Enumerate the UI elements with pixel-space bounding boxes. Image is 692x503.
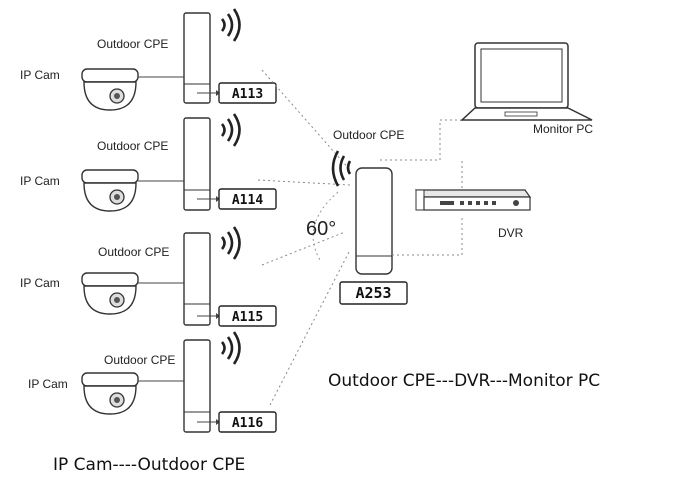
cpe-label-2: Outdoor CPE — [97, 139, 168, 153]
cpe-label-3: Outdoor CPE — [98, 245, 169, 259]
dvr-icon — [414, 189, 532, 211]
monitor-label: Monitor PC — [533, 122, 593, 136]
angle-label: 60° — [306, 218, 336, 240]
lcd-code-1: A113 — [232, 87, 263, 102]
cpe-label-1: Outdoor CPE — [97, 37, 168, 51]
camera-row-1: Outdoor CPE IP Cam A113 — [20, 8, 277, 111]
central-lcd-display — [339, 281, 408, 305]
laptop-icon — [460, 42, 593, 121]
cpe-device-icon-2 — [183, 117, 211, 211]
dome-camera-icon-1 — [81, 68, 139, 111]
dvr-label: DVR — [498, 226, 524, 240]
lcd-display-4 — [218, 411, 277, 433]
lcd-code-2: A114 — [232, 193, 263, 208]
cam-label-2: IP Cam — [20, 174, 60, 188]
wifi-signal-icon-1 — [220, 8, 241, 42]
camera-row-4: Outdoor CPE IP Cam A116 — [28, 331, 277, 433]
lcd-code-4: A116 — [232, 416, 263, 431]
wifi-signal-icon-3 — [220, 226, 241, 260]
lcd-display-1 — [218, 82, 277, 104]
cpe-label-4: Outdoor CPE — [104, 353, 175, 367]
dome-camera-icon-2 — [81, 169, 139, 212]
camera-row-3: Outdoor CPE IP Cam A115 — [20, 226, 277, 327]
wifi-signal-icon-4 — [220, 331, 241, 365]
central-cpe: Outdoor CPE A253 — [331, 128, 408, 305]
caption-left: IP Cam----Outdoor CPE — [53, 455, 245, 475]
cpe-device-icon-3 — [183, 232, 211, 326]
cpe-device-icon-4 — [183, 339, 211, 433]
cam-label-4: IP Cam — [28, 377, 68, 391]
camera-row-2: Outdoor CPE IP Cam A114 — [20, 113, 277, 212]
central-cpe-label: Outdoor CPE — [333, 128, 404, 142]
wired-links — [380, 119, 515, 256]
lcd-display-3 — [218, 305, 277, 327]
dome-camera-icon-4 — [81, 372, 139, 415]
dome-camera-icon-3 — [81, 272, 139, 315]
caption-right: Outdoor CPE---DVR---Monitor PC — [328, 371, 600, 391]
wifi-signal-icon-2 — [220, 113, 241, 147]
central-wifi-icon — [331, 150, 352, 187]
cam-label-1: IP Cam — [20, 68, 60, 82]
cpe-device-icon-1 — [183, 12, 211, 104]
lcd-code-3: A115 — [232, 310, 263, 325]
central-cpe-device-icon — [355, 167, 393, 275]
cam-label-3: IP Cam — [20, 276, 60, 290]
angle-arc — [312, 191, 339, 261]
lcd-display-2 — [218, 188, 277, 210]
central-lcd-code: A253 — [355, 284, 391, 302]
